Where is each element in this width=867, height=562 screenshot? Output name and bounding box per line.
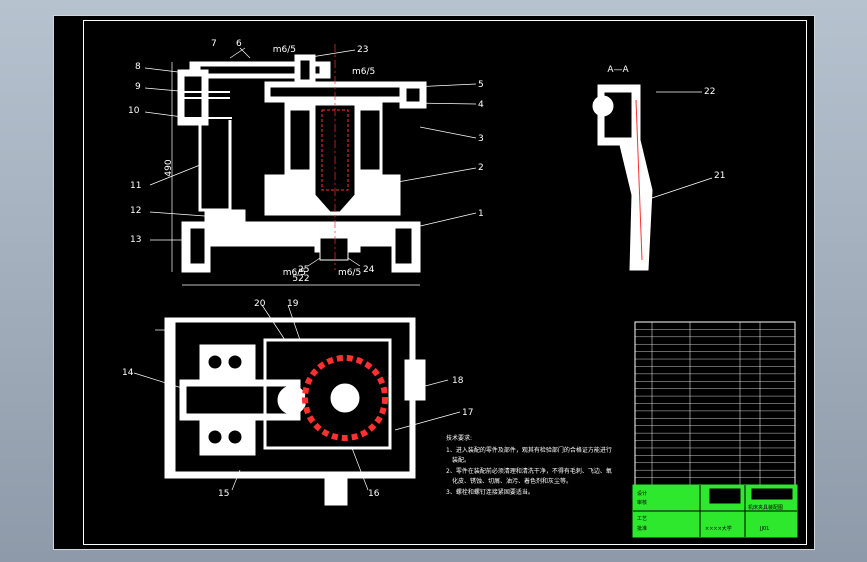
balloon-13: 13 xyxy=(130,235,141,245)
balloon-19: 19 xyxy=(287,299,299,309)
tech-note-line-1: 1、进入装配的零件及部件，观其有检验部门的合格证方能进行 xyxy=(446,446,612,454)
balloon-9: 9 xyxy=(135,82,141,92)
label-design: 设计 xyxy=(637,490,647,497)
balloon-14: 14 xyxy=(122,368,134,378)
fit-callout-4: m6/5 xyxy=(338,268,361,278)
balloon-4: 4 xyxy=(478,100,484,110)
drawing-frame xyxy=(83,20,807,545)
part-balloons: 1 2 3 4 5 6 7 8 9 10 11 12 13 14 15 16 1… xyxy=(122,39,725,499)
drawing-title: 机床夹具装配图 xyxy=(748,504,783,511)
balloon-23: 23 xyxy=(357,45,368,55)
balloon-22: 22 xyxy=(704,87,715,97)
label-approve: 批准 xyxy=(637,525,647,532)
fit-callout-2: m6/5 xyxy=(352,67,375,77)
balloon-15: 15 xyxy=(218,489,229,499)
balloon-8: 8 xyxy=(135,62,141,72)
fit-callout-3: m6/5 xyxy=(283,268,306,278)
balloon-2: 2 xyxy=(478,163,484,173)
tech-note-line-3: 2、零件在装配前必须清理和清洗干净，不得有毛刺、飞边、氧 xyxy=(446,467,612,475)
leader-lines xyxy=(133,47,713,491)
section-title: A—A xyxy=(607,65,629,75)
balloon-1: 1 xyxy=(478,209,484,219)
balloon-24: 24 xyxy=(363,265,375,275)
company-name: ××××大学 xyxy=(705,525,732,532)
front-view xyxy=(171,44,427,286)
title-block-text: 机床夹具装配图 JJ01 ××××大学 设计 审核 工艺 批准 xyxy=(637,490,783,532)
tech-note-line-5: 3、螺栓和螺钉连接紧固要适当。 xyxy=(446,488,534,496)
fit-callout-1: m6/5 xyxy=(273,45,296,55)
bill-of-materials xyxy=(634,321,796,486)
tech-notes-title: 技术要求: xyxy=(446,434,472,442)
width-dimension: 522 xyxy=(292,274,309,284)
height-dimension: 490 xyxy=(164,159,174,176)
balloon-7: 7 xyxy=(211,39,217,49)
section-view xyxy=(592,84,653,271)
balloon-12: 12 xyxy=(130,206,141,216)
balloon-18: 18 xyxy=(452,376,464,386)
balloon-10: 10 xyxy=(128,106,140,116)
title-block xyxy=(632,484,798,538)
balloon-3: 3 xyxy=(478,134,484,144)
plan-view xyxy=(155,317,426,506)
balloon-5: 5 xyxy=(478,80,484,90)
balloon-21: 21 xyxy=(714,171,725,181)
label-process: 工艺 xyxy=(637,516,647,522)
balloon-11: 11 xyxy=(130,181,141,191)
technical-requirements: 技术要求: 1、进入装配的零件及部件，观其有检验部门的合格证方能进行 装配。 2… xyxy=(446,434,612,496)
drawing-number: JJ01 xyxy=(759,526,769,532)
balloon-16: 16 xyxy=(368,489,380,499)
balloon-20: 20 xyxy=(254,299,266,309)
tech-note-line-2: 装配。 xyxy=(452,456,470,464)
tech-note-line-4: 化皮、锈蚀、切屑、油污、着色剂和灰尘等。 xyxy=(452,477,572,485)
balloon-17: 17 xyxy=(462,408,473,418)
balloon-25: 25 xyxy=(298,265,309,275)
balloon-6: 6 xyxy=(236,39,242,49)
label-review: 审核 xyxy=(637,499,647,506)
